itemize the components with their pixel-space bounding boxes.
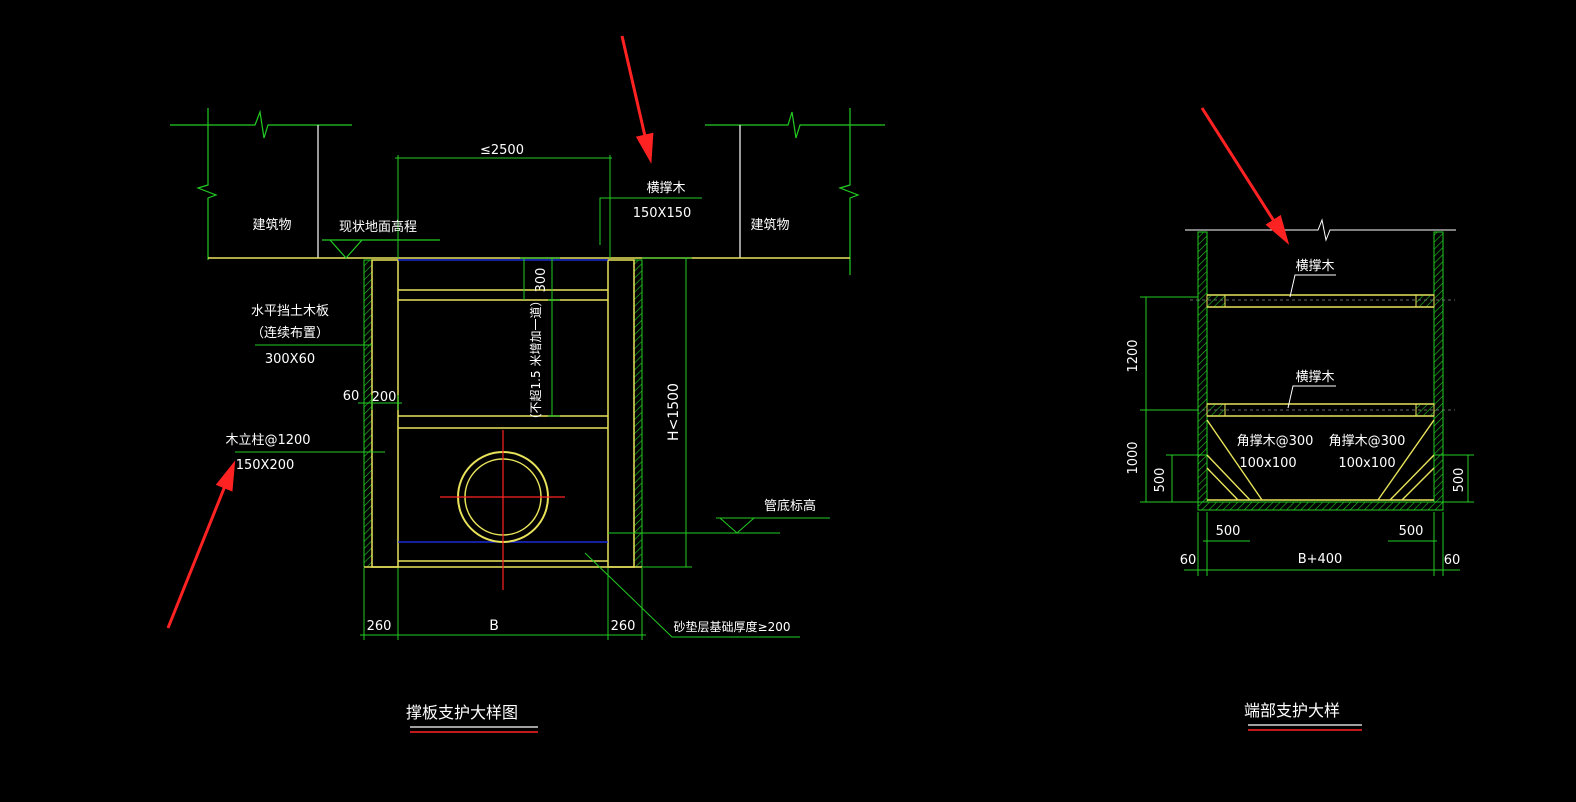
corner-left-size: 100x100 — [1239, 456, 1296, 471]
corner-right-label: 角撑木@300 — [1329, 434, 1406, 449]
ground-level-label: 现状地面高程 — [339, 219, 417, 235]
strut-size: 150X150 — [633, 206, 692, 221]
dim-260-left: 260 — [367, 619, 392, 634]
dim-500-bl: 500 — [1153, 468, 1168, 493]
board-name: 水平挡土木板 — [251, 304, 329, 319]
pipe-bottom-label: 管底标高 — [764, 498, 816, 514]
left-board-hatch — [363, 259, 373, 568]
dim-60-left: 60 — [1180, 553, 1197, 568]
right-title: 端部支护大样 — [1244, 701, 1340, 720]
dim-200: 200 — [372, 390, 397, 405]
dim-500-br: 500 — [1452, 468, 1467, 493]
annotation-arrow-right — [1200, 107, 1290, 246]
dim-500-left: 500 — [1216, 524, 1241, 539]
dim-1000: 1000 — [1126, 441, 1141, 474]
strut-name: 横撑木 — [646, 181, 685, 196]
strut-top-label: 横撑木 — [1295, 259, 1334, 274]
trench-support-detail: ≤2500 横撑木 150X150 建筑物 建筑物 现状地面高程 水平挡土木板 … — [166, 35, 885, 733]
dim-1200: 1200 — [1126, 339, 1141, 372]
sand-cushion-label: 砂垫层基础厚度≥200 — [674, 619, 791, 634]
height-limit: H<1500 — [666, 383, 682, 441]
post-name: 木立柱@1200 — [225, 433, 310, 448]
building-right-label: 建筑物 — [750, 217, 789, 233]
strut-mid-label: 横撑木 — [1295, 370, 1334, 385]
ground-level-marker — [322, 239, 440, 259]
dim-60: 60 — [343, 389, 360, 404]
post-size: 150X200 — [236, 458, 295, 473]
dim-B400: B+400 — [1298, 552, 1343, 567]
building-right — [705, 108, 885, 275]
dim-B: B — [489, 618, 499, 634]
dim-300: 300 — [534, 268, 549, 293]
dim-500-right: 500 — [1399, 524, 1424, 539]
left-title: 撑板支护大样图 — [406, 703, 518, 722]
annotation-arrow-top — [620, 35, 654, 164]
annotation-arrow-bottom-left — [166, 460, 236, 629]
corner-right-size: 100x100 — [1338, 456, 1395, 471]
pipe — [440, 430, 565, 590]
strut-spacing-note: （不超1.5 米增加一道） — [528, 295, 543, 426]
right-board-hatch — [633, 259, 643, 568]
corner-left-label: 角撑木@300 — [1237, 434, 1314, 449]
board-note: （连续布置） — [251, 325, 329, 341]
end-support-detail: 横撑木 横撑木 角撑木@300 100x100 角撑木@300 100x100 … — [1126, 107, 1474, 731]
building-left-label: 建筑物 — [252, 217, 291, 233]
max-width-label: ≤2500 — [480, 143, 524, 158]
board-size: 300X60 — [265, 352, 315, 367]
dim-60-right: 60 — [1444, 553, 1461, 568]
dim-260-right: 260 — [611, 619, 636, 634]
building-left — [170, 108, 352, 260]
